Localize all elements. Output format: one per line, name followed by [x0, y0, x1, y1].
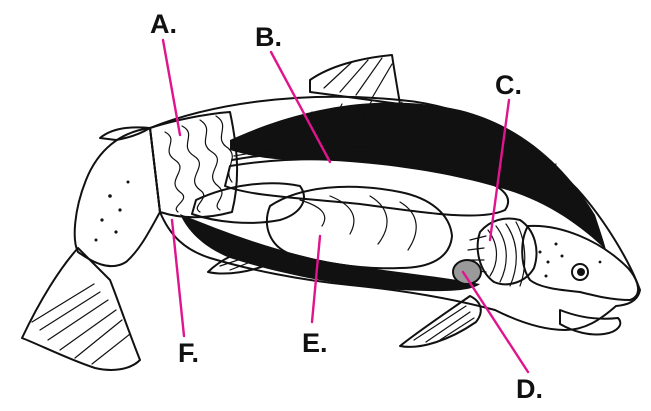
- label-d: D.: [516, 374, 543, 404]
- gill-region: [467, 217, 538, 287]
- label-f: F.: [178, 338, 199, 368]
- label-e: E.: [302, 328, 328, 358]
- tail-fin: [21, 247, 141, 371]
- leader-line-f: [170, 218, 186, 338]
- spine-inner: [233, 146, 573, 209]
- label-b: B.: [255, 22, 282, 52]
- swim-bladder: [191, 182, 305, 224]
- label-a: A.: [150, 9, 177, 39]
- leader-line-c: [488, 98, 511, 242]
- leader-line-e: [310, 234, 322, 324]
- leader-line-b: [269, 50, 332, 164]
- leader-line-d: [461, 270, 530, 374]
- myomere-zone: [149, 111, 239, 219]
- caudal-peduncle: [73, 127, 161, 268]
- heart: [452, 259, 482, 285]
- fish-body: [149, 95, 641, 331]
- leader-line-a: [161, 38, 182, 137]
- spine: [231, 150, 571, 215]
- lower-cavity: [180, 214, 480, 292]
- pectoral-fin: [399, 295, 482, 348]
- pelvic-fin: [207, 245, 275, 275]
- spots: [94, 180, 602, 278]
- kidney-band: [224, 158, 510, 217]
- muscle-striations: [259, 99, 557, 193]
- label-c: C.: [495, 70, 522, 100]
- head: [521, 224, 639, 336]
